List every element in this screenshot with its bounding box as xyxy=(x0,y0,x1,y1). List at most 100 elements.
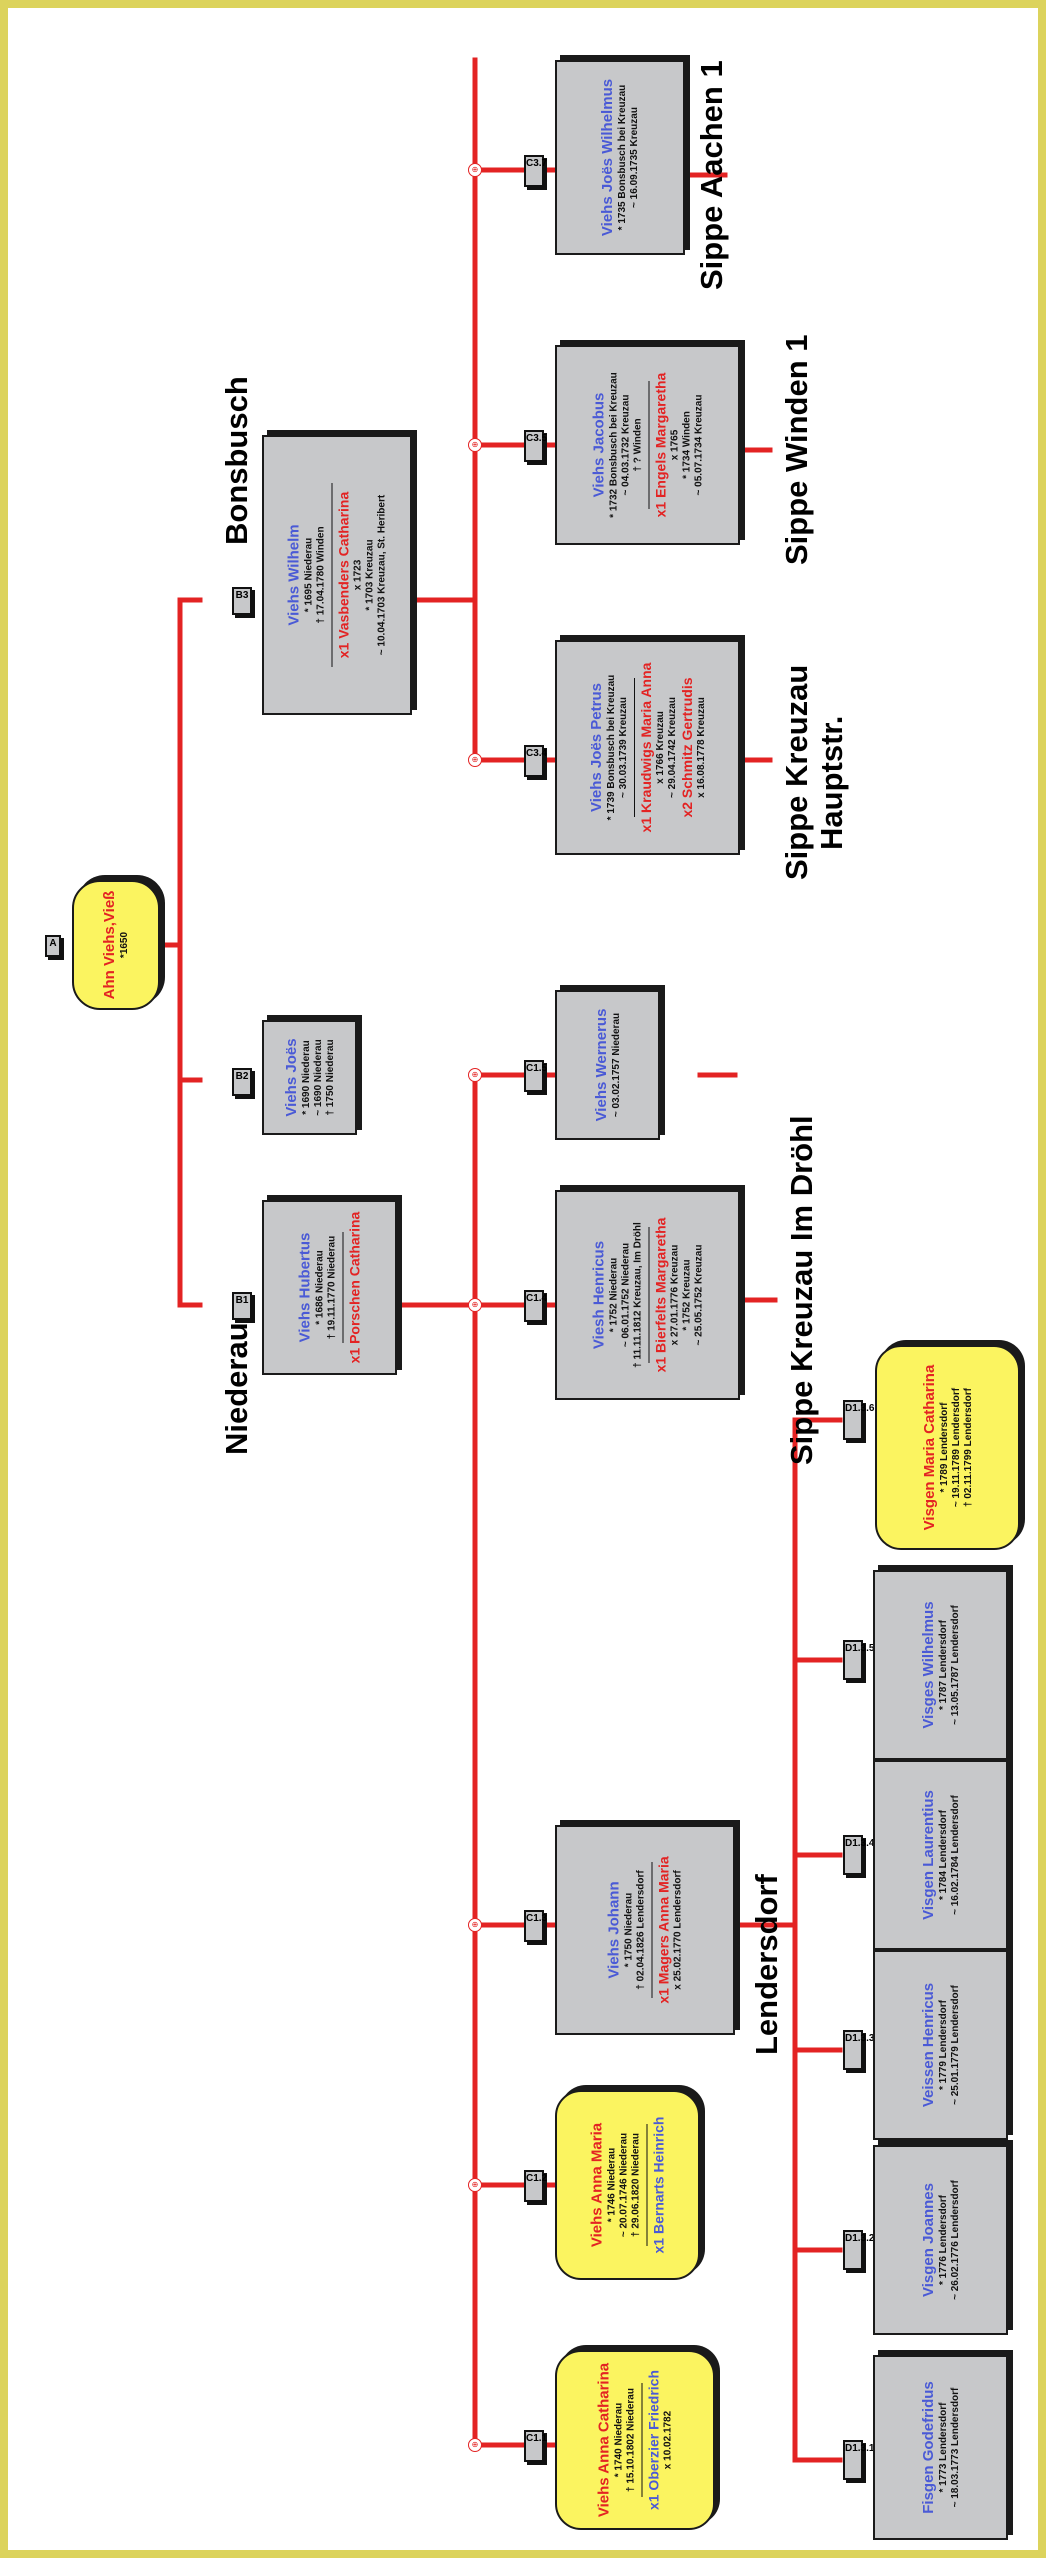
person-card-C37[interactable]: Viehs Joës Wilhelmus * 1735 Bonsbusch be… xyxy=(555,60,685,255)
spouse-detail: x 16.08.1778 Kreuzau xyxy=(695,697,707,798)
person-name: Viesh Henricus xyxy=(590,1240,607,1350)
person-detail: * 1740 Niederau xyxy=(613,2402,625,2478)
spouse-detail: x 1723 xyxy=(352,559,364,591)
add-marker-icon[interactable]: ⊕ xyxy=(468,2438,482,2452)
spouse-detail: * 1734 Winden xyxy=(681,411,692,479)
separator xyxy=(648,1227,649,1363)
person-card-C35[interactable]: Viehs Jacobus * 1732 Bonsbusch bei Kreuz… xyxy=(555,345,740,545)
person-detail: ~ 13.05.1787 Lendersdorf xyxy=(949,1605,961,1725)
code-tag-D133: D1.3.3 xyxy=(843,2030,874,2070)
code-tag-B2: B2 xyxy=(232,1068,252,1096)
person-detail: † 02.04.1826 Lendersdorf xyxy=(635,1870,647,1990)
person-card-D132[interactable]: Visgen Joannes * 1776 Lendersdorf ~ 26.0… xyxy=(873,2145,1008,2335)
code-tag-C34: C3.4 xyxy=(524,745,547,777)
code-tag-D132: D1.3.2 xyxy=(843,2230,874,2270)
person-detail: * 1750 Niederau xyxy=(623,1892,635,1968)
label-sippe-kreuzau: Sippe Kreuzau xyxy=(779,664,814,880)
person-detail: † 1750 Niederau xyxy=(324,1039,336,1116)
person-detail: ~ 20.07.1746 Niederau xyxy=(618,2132,629,2238)
add-marker-icon[interactable]: ⊕ xyxy=(468,163,482,177)
add-marker-icon[interactable]: ⊕ xyxy=(468,1918,482,1932)
person-detail: * 1739 Bonsbusch bei Kreuzau xyxy=(605,674,617,821)
person-card-B3[interactable]: Viehs Wilhelm * 1695 Niederau † 17.04.17… xyxy=(262,435,412,715)
spouse-detail: x 1765 xyxy=(669,429,680,461)
person-card-C15[interactable]: Viehs Wernerus ~ 03.02.1757 Niederau xyxy=(555,990,660,1140)
person-detail: * 1773 Lendersdorf xyxy=(937,2402,949,2493)
code-tag-C13: C1.3 xyxy=(524,1910,547,1942)
person-card-C13[interactable]: Viehs Johann * 1750 Niederau † 02.04.182… xyxy=(555,1825,735,2035)
person-card-B1[interactable]: Viehs Hubertus * 1686 Niederau † 19.11.1… xyxy=(262,1200,397,1375)
spouse-name: x1 Porschen Catharina xyxy=(346,1211,362,1364)
code-tag-D136: D1.3.6 xyxy=(843,1400,874,1440)
ancestor-card-A[interactable]: Ahn Viehs,Vieß *1650 xyxy=(72,880,160,1010)
separator xyxy=(641,2382,643,2498)
add-marker-icon[interactable]: ⊕ xyxy=(468,753,482,767)
person-detail: * 1695 Niederau xyxy=(303,537,315,613)
person-name: Viehs Hubertus xyxy=(296,1232,313,1343)
spouse-name: x1 Vasbenders Catharina xyxy=(335,491,352,659)
label-sippe-winden: Sippe Winden 1 xyxy=(779,334,814,565)
person-card-D131[interactable]: Fisgen Godefridus * 1773 Lendersdorf ~ 1… xyxy=(873,2355,1008,2540)
person-card-D135[interactable]: Visges Wilhelmus * 1787 Lendersdorf ~ 13… xyxy=(873,1570,1008,1760)
person-detail: † ? Winden xyxy=(632,418,643,472)
person-name: Visges Wilhelmus xyxy=(919,1601,937,1729)
person-detail: † 29.06.1820 Niederau xyxy=(630,2133,641,2237)
person-name: Viehs Joës Petrus xyxy=(587,683,605,812)
add-marker-icon[interactable]: ⊕ xyxy=(468,2178,482,2192)
label-bonsbusch: Bonsbusch xyxy=(219,376,254,545)
code-tag-C37: C3.7 xyxy=(524,155,547,187)
person-detail: * 1776 Lendersdorf xyxy=(937,2194,949,2286)
person-card-C12[interactable]: Viehs Anna Maria * 1746 Niederau ~ 20.07… xyxy=(555,2090,700,2280)
person-name: Viehs Joës xyxy=(282,1038,300,1117)
person-card-C14[interactable]: Viesh Henricus * 1752 Niederau ~ 06.01.1… xyxy=(555,1190,740,1400)
code-tag-C35: C3.5 xyxy=(524,430,547,462)
code-tag-C12: C1.2 xyxy=(524,2170,547,2202)
person-detail: * 1784 Lendersdorf xyxy=(937,1809,949,1901)
code-tag-C15: C1.5 xyxy=(524,1060,547,1092)
spouse-detail: x 10.02.1782 xyxy=(662,2410,674,2470)
add-marker-icon[interactable]: ⊕ xyxy=(468,1068,482,1082)
spouse-name: x1 Kraudwigs Maria Anna xyxy=(637,662,654,833)
person-detail: * 1787 Lendersdorf xyxy=(937,1619,949,1711)
person-name: Fisgen Godefridus xyxy=(919,2381,937,2514)
spouse-detail: ~ 05.07.1734 Kreuzau xyxy=(693,394,704,496)
person-card-D136[interactable]: Visgen Maria Catharina * 1789 Lendersdor… xyxy=(875,1345,1020,1550)
label-niederau: Niederau xyxy=(219,1322,254,1455)
person-name: Viehs Anna Catharina xyxy=(595,2362,613,2518)
spouse-detail: x 1766 Kreuzau xyxy=(654,711,666,784)
person-card-C11[interactable]: Viehs Anna Catharina * 1740 Niederau † 1… xyxy=(555,2350,715,2530)
person-detail: † 15.10.1802 Niederau xyxy=(625,2388,637,2492)
spouse-name: x1 Magers Anna Maria xyxy=(655,1856,672,2004)
person-card-D134[interactable]: Visgen Laurentius * 1784 Lendersdorf ~ 1… xyxy=(873,1760,1008,1950)
separator xyxy=(651,1862,653,1998)
spouse-detail: * 1752 Kreuzau xyxy=(681,1259,692,1331)
person-detail: † 11.11.1812 Kreuzau, Im Dröhl xyxy=(632,1222,643,1368)
separator xyxy=(648,380,649,510)
spouse-name: x1 Bernarts Heinrich xyxy=(650,2116,666,2254)
person-detail: * 1732 Bonsbusch bei Kreuzau xyxy=(608,372,619,518)
code-tag-B3: B3 xyxy=(232,587,252,615)
separator xyxy=(646,2124,647,2246)
person-detail: ~ 19.11.1789 Lendersdorf xyxy=(950,1387,962,1508)
person-name: Viehs Anna Maria xyxy=(588,2122,605,2248)
person-detail: † 02.11.1799 Lendersdorf xyxy=(962,1388,974,1507)
spouse-detail: x 27.01.1776 Kreuzau xyxy=(669,1244,680,1346)
separator xyxy=(633,677,635,818)
code-tag-A: A xyxy=(45,935,61,957)
separator xyxy=(342,1231,343,1344)
person-detail: ~ 16.02.1784 Lendersdorf xyxy=(949,1795,961,1915)
add-marker-icon[interactable]: ⊕ xyxy=(468,1298,482,1312)
person-name: Veissen Henricus xyxy=(919,1982,937,2108)
person-name: Viehs Wernerus xyxy=(592,1008,610,1122)
person-card-C34[interactable]: Viehs Joës Petrus * 1739 Bonsbusch bei K… xyxy=(555,640,740,855)
label-sippe-droehl: Sippe Kreuzau Im Dröhl xyxy=(784,1115,819,1465)
code-tag-C11: C1.1 xyxy=(524,2430,547,2462)
spouse-detail: ~ 25.05.1752 Kreuzau xyxy=(693,1244,704,1346)
person-detail: ~ 1690 Niederau xyxy=(312,1039,324,1116)
person-card-B2[interactable]: Viehs Joës * 1690 Niederau ~ 1690 Nieder… xyxy=(262,1020,357,1135)
spouse-detail: ~ 29.04.1742 Kreuzau xyxy=(666,697,678,798)
spouse-name: x1 Oberzier Friedrich xyxy=(645,2369,662,2511)
add-marker-icon[interactable]: ⊕ xyxy=(468,438,482,452)
person-card-D133[interactable]: Veissen Henricus * 1779 Lendersdorf ~ 25… xyxy=(873,1950,1008,2140)
person-detail: ~ 30.03.1739 Kreuzau xyxy=(617,697,629,798)
